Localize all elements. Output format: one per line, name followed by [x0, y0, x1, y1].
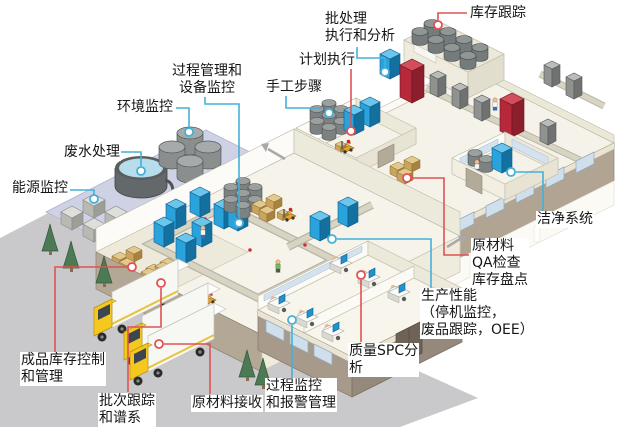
leader-wastewater — [120, 152, 141, 166]
label-quality-spc: 质量SPC分 析 — [348, 343, 420, 377]
label-inventory-tracking: 库存跟踪 — [469, 5, 527, 22]
rooftop-tank-room — [404, 19, 504, 99]
label-batch-exec: 批处理 执行和分析 — [324, 11, 396, 45]
leader-manual-steps — [286, 95, 322, 108]
label-clean-system: 洁净系统 — [536, 211, 594, 228]
label-raw-receiving: 原材料接收 — [191, 395, 263, 412]
label-process-equipment: 过程管理和 设备监控 — [167, 63, 247, 97]
leader-energy — [70, 190, 94, 194]
label-manual-steps: 手工步骤 — [265, 79, 323, 96]
leader-env — [176, 108, 189, 127]
label-batch-tracking: 批次跟踪 和谱系 — [98, 393, 156, 427]
label-energy: 能源监控 — [11, 180, 69, 197]
clean-room — [452, 132, 558, 200]
leader-raw-recv — [164, 344, 210, 394]
leader-clean — [516, 172, 543, 211]
manual-steps-tanks — [309, 99, 349, 141]
red-process-tower-2 — [499, 92, 525, 138]
label-env-monitoring: 环境监控 — [116, 99, 174, 116]
label-raw-material-qa: 原材料 QA检查 库存盘点 — [471, 238, 529, 289]
label-finished-goods: 成品库存控制 和管理 — [20, 352, 106, 386]
perf-machine — [309, 210, 331, 242]
leader-batch-track — [128, 288, 161, 392]
leader-batch-exec — [357, 47, 385, 67]
leader-process-equipment — [205, 97, 239, 218]
label-wastewater: 废水处理 — [63, 144, 121, 161]
leader-inventory — [438, 13, 467, 20]
leader-lines — [55, 13, 543, 394]
leader-raw-qa — [412, 178, 469, 255]
leader-finished — [55, 267, 127, 352]
label-process-monitor: 过程监控 和报警管理 — [265, 378, 337, 412]
label-production-perf: 生产性能 （停机监控， 废品跟踪，OEE） — [420, 288, 535, 339]
operator — [492, 97, 498, 111]
red-process-tower — [399, 58, 425, 104]
leader-prod-perf — [337, 239, 431, 288]
flow-arrows — [261, 143, 467, 247]
leader-dots — [90, 21, 515, 348]
label-plan-exec: 计划执行 — [298, 52, 356, 69]
